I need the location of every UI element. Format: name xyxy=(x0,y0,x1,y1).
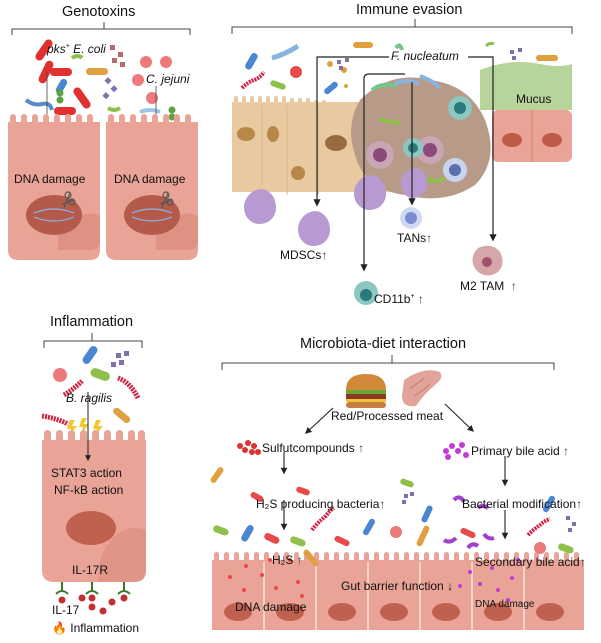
bile-acid-dots xyxy=(443,442,469,460)
cd11b-superscript: + xyxy=(410,293,415,300)
tans-text: TANs xyxy=(397,231,427,245)
h2s-bacteria-label: H₂S producing bacteria↑ xyxy=(256,497,385,511)
sulfur-text: Sulfutcompounds xyxy=(262,441,355,455)
mdscs-label: MDSCs↑ xyxy=(280,248,327,262)
primary-bile-text: Primary bile acid xyxy=(471,444,560,458)
inflammation-outcome: 🔥 Inflammation xyxy=(52,621,139,635)
red-processed-meat-label: Red/Processed meat xyxy=(331,409,444,423)
dna-damage-label-2: DNA damage xyxy=(114,172,186,186)
dna-damage-left-label: DNA damage xyxy=(235,600,307,614)
scissors-icon xyxy=(159,191,174,209)
pks-ecoli-label: pks+ E. coli xyxy=(47,42,106,56)
scissors-icon xyxy=(61,191,76,209)
cd11b-text: CD11b xyxy=(374,292,411,306)
sulfur-compounds-dots xyxy=(237,440,261,455)
arrow-up-icon: ↑ xyxy=(579,555,586,569)
immune-evasion-tissue xyxy=(232,41,572,199)
il17r-label: IL-17R xyxy=(72,563,109,577)
genotoxins-title: Genotoxins xyxy=(62,4,136,20)
arrow-up-icon: ↑ xyxy=(426,231,433,245)
h2s-bacteria-text: H₂S producing bacteria xyxy=(256,497,380,511)
cjejuni-label: C. jejuni xyxy=(146,72,190,86)
mdscs-text: MDSCs xyxy=(280,248,322,262)
pks-prefix: pks xyxy=(47,42,66,56)
gut-barrier-function-label: Gut barrier function ↓ xyxy=(341,579,453,593)
genotoxins-cells xyxy=(8,114,198,260)
secondary-bile-acid-label: Secondary bile acid↑ xyxy=(475,555,586,569)
arrow-up-icon: ↑ xyxy=(379,497,386,511)
immune-evasion-cells xyxy=(244,168,503,305)
inflammation-bracket xyxy=(43,333,143,348)
bacterial-modification-label: Bacterial modification↑ xyxy=(462,497,582,511)
inflammation-title: Inflammation xyxy=(50,314,134,330)
arrow-up-icon: ↑ xyxy=(358,441,365,455)
gut-barrier-text: Gut barrier function xyxy=(341,579,444,593)
dna-damage-right-label: DNA damage xyxy=(475,599,535,610)
meat-icon xyxy=(402,370,442,407)
gut-epithelium xyxy=(212,552,584,630)
nfkb-action-label: NF-kB action xyxy=(54,483,124,497)
ecoli-name: E. coli xyxy=(73,42,106,56)
inflammation-bacteria xyxy=(41,346,141,436)
immune-evasion-title: Immune evasion xyxy=(356,2,463,18)
h2s-text: H₂S xyxy=(272,553,294,567)
fnucleatum-label: F. nucleatum xyxy=(391,49,459,63)
inflammation-outcome-text: Inflammation xyxy=(70,621,139,635)
immune-evasion-arrows xyxy=(313,56,497,272)
m2-tam-label: M2 TAM ↑ xyxy=(460,279,517,293)
genotoxins-bracket xyxy=(11,22,191,35)
bfragilis-label: B. ragilis xyxy=(66,391,113,405)
arrow-up-icon: ↑ xyxy=(296,553,303,567)
arrow-up-icon: ↑ xyxy=(563,444,570,458)
fire-icon: 🔥 xyxy=(52,621,67,635)
il17-label: IL-17 xyxy=(52,603,80,617)
arrow-up-icon: ↑ xyxy=(510,279,517,293)
pks-superscript: + xyxy=(65,43,70,50)
immune-evasion-bracket xyxy=(231,19,573,34)
mucus-label: Mucus xyxy=(516,92,552,106)
primary-bile-acid-label: Primary bile acid ↑ xyxy=(471,444,569,458)
sulfur-compounds-label: Sulfutcompounds ↑ xyxy=(262,441,364,455)
arrow-down-icon: ↓ xyxy=(447,579,454,593)
microbiota-diet-bracket xyxy=(221,355,555,370)
dna-damage-label-1: DNA damage xyxy=(14,172,86,186)
stat3-action-label: STAT3 action xyxy=(51,466,122,480)
m2-tam-text: M2 TAM xyxy=(460,279,505,293)
arrow-up-icon: ↑ xyxy=(321,248,328,262)
microbiota-diet-title: Microbiota-diet interaction xyxy=(300,336,467,352)
inflammation-cell xyxy=(42,392,146,615)
arrow-up-icon: ↑ xyxy=(417,292,424,306)
microbiota-diet-bacteria xyxy=(210,467,576,567)
bacterial-mod-text: Bacterial modification xyxy=(462,497,577,511)
tans-label: TANs↑ xyxy=(397,231,432,245)
burger-icon xyxy=(346,374,386,408)
arrow-up-icon: ↑ xyxy=(576,497,583,511)
genotoxins-bacteria xyxy=(24,39,176,121)
secondary-bile-text: Secondary bile acid xyxy=(475,555,580,569)
cd11b-label: CD11b+ ↑ xyxy=(374,292,424,306)
h2s-label: H₂S ↑ xyxy=(272,553,303,567)
il17-receptors xyxy=(55,582,131,595)
